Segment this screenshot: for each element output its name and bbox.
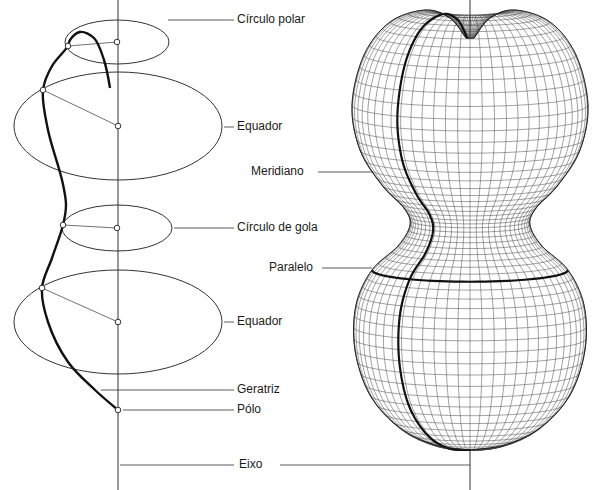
center-dot	[115, 319, 121, 325]
point-dot	[60, 222, 66, 228]
meridian-line	[353, 10, 470, 450]
highlight-parallel	[372, 270, 568, 282]
meridian-line	[355, 11, 470, 450]
point-dot	[40, 87, 46, 93]
surface-outline	[352, 10, 588, 450]
meridian-line	[470, 14, 549, 450]
axis-line	[118, 0, 119, 490]
axis-label: Eixo	[238, 458, 263, 471]
center-dot	[115, 123, 121, 129]
meridian-line	[382, 13, 470, 450]
radius-line	[42, 288, 118, 322]
meridian-label: Meridiano	[250, 165, 305, 178]
point-dot	[65, 43, 71, 49]
leader-line	[123, 410, 234, 411]
meridian-line	[368, 12, 470, 450]
generatrix-label: Geratriz	[236, 383, 281, 396]
meridian-line	[470, 11, 585, 450]
leader-line	[280, 465, 470, 466]
leader-line	[168, 20, 234, 21]
polar-circle	[65, 20, 169, 64]
leader-line	[101, 390, 234, 391]
radius-line	[63, 225, 117, 228]
pole-label: Pólo	[236, 403, 262, 416]
meridian-line	[445, 15, 470, 451]
meridian-line	[470, 12, 578, 450]
meridian-line	[362, 12, 470, 450]
meridian-line	[470, 15, 482, 451]
meridian-line	[470, 14, 518, 450]
radius-line	[68, 42, 117, 46]
meridian-line	[470, 14, 539, 450]
meridian-line	[470, 13, 566, 450]
meridian-line	[470, 12, 572, 450]
point-dot	[39, 285, 45, 291]
equator-circle	[14, 270, 222, 374]
meridian-line	[470, 13, 558, 450]
meridian-line	[358, 11, 470, 450]
generatrix-curve	[42, 32, 118, 410]
leader-line	[224, 127, 234, 128]
meridian-line	[411, 14, 470, 450]
center-dot	[114, 39, 120, 45]
leader-line	[120, 465, 234, 466]
leader-line	[224, 322, 234, 323]
parallel-lines	[352, 10, 588, 450]
throat-circle-label: Círculo de gola	[236, 221, 319, 234]
meridian-line	[434, 15, 470, 451]
meridian-line	[470, 14, 529, 450]
highlight-meridian	[397, 14, 470, 450]
equator-circle	[14, 72, 222, 180]
meridian-line	[352, 10, 470, 450]
meridian-line	[374, 13, 470, 450]
meridian-lines	[352, 10, 588, 450]
meridian-line	[470, 15, 506, 451]
meridian-line	[422, 14, 470, 450]
meridian-line	[470, 15, 495, 451]
leader-line	[322, 268, 372, 269]
meridian-line	[470, 10, 588, 450]
equator-label: Equador	[236, 315, 283, 328]
meridian-line	[470, 15, 471, 451]
meridian-line	[401, 14, 470, 450]
meridian-line	[470, 11, 582, 450]
meridian-line	[470, 10, 587, 450]
equator-label: Equador	[236, 120, 283, 133]
throat-circle	[62, 205, 172, 251]
surface-fill	[352, 10, 588, 450]
radius-line	[43, 90, 118, 126]
leader-line	[174, 228, 234, 229]
meridian-line	[391, 14, 470, 450]
meridian-line	[458, 15, 470, 451]
pole-dot	[115, 407, 121, 413]
center-dot	[114, 225, 120, 231]
parallel-label: Paralelo	[268, 261, 314, 274]
polar-circle-label: Círculo polar	[236, 13, 306, 26]
